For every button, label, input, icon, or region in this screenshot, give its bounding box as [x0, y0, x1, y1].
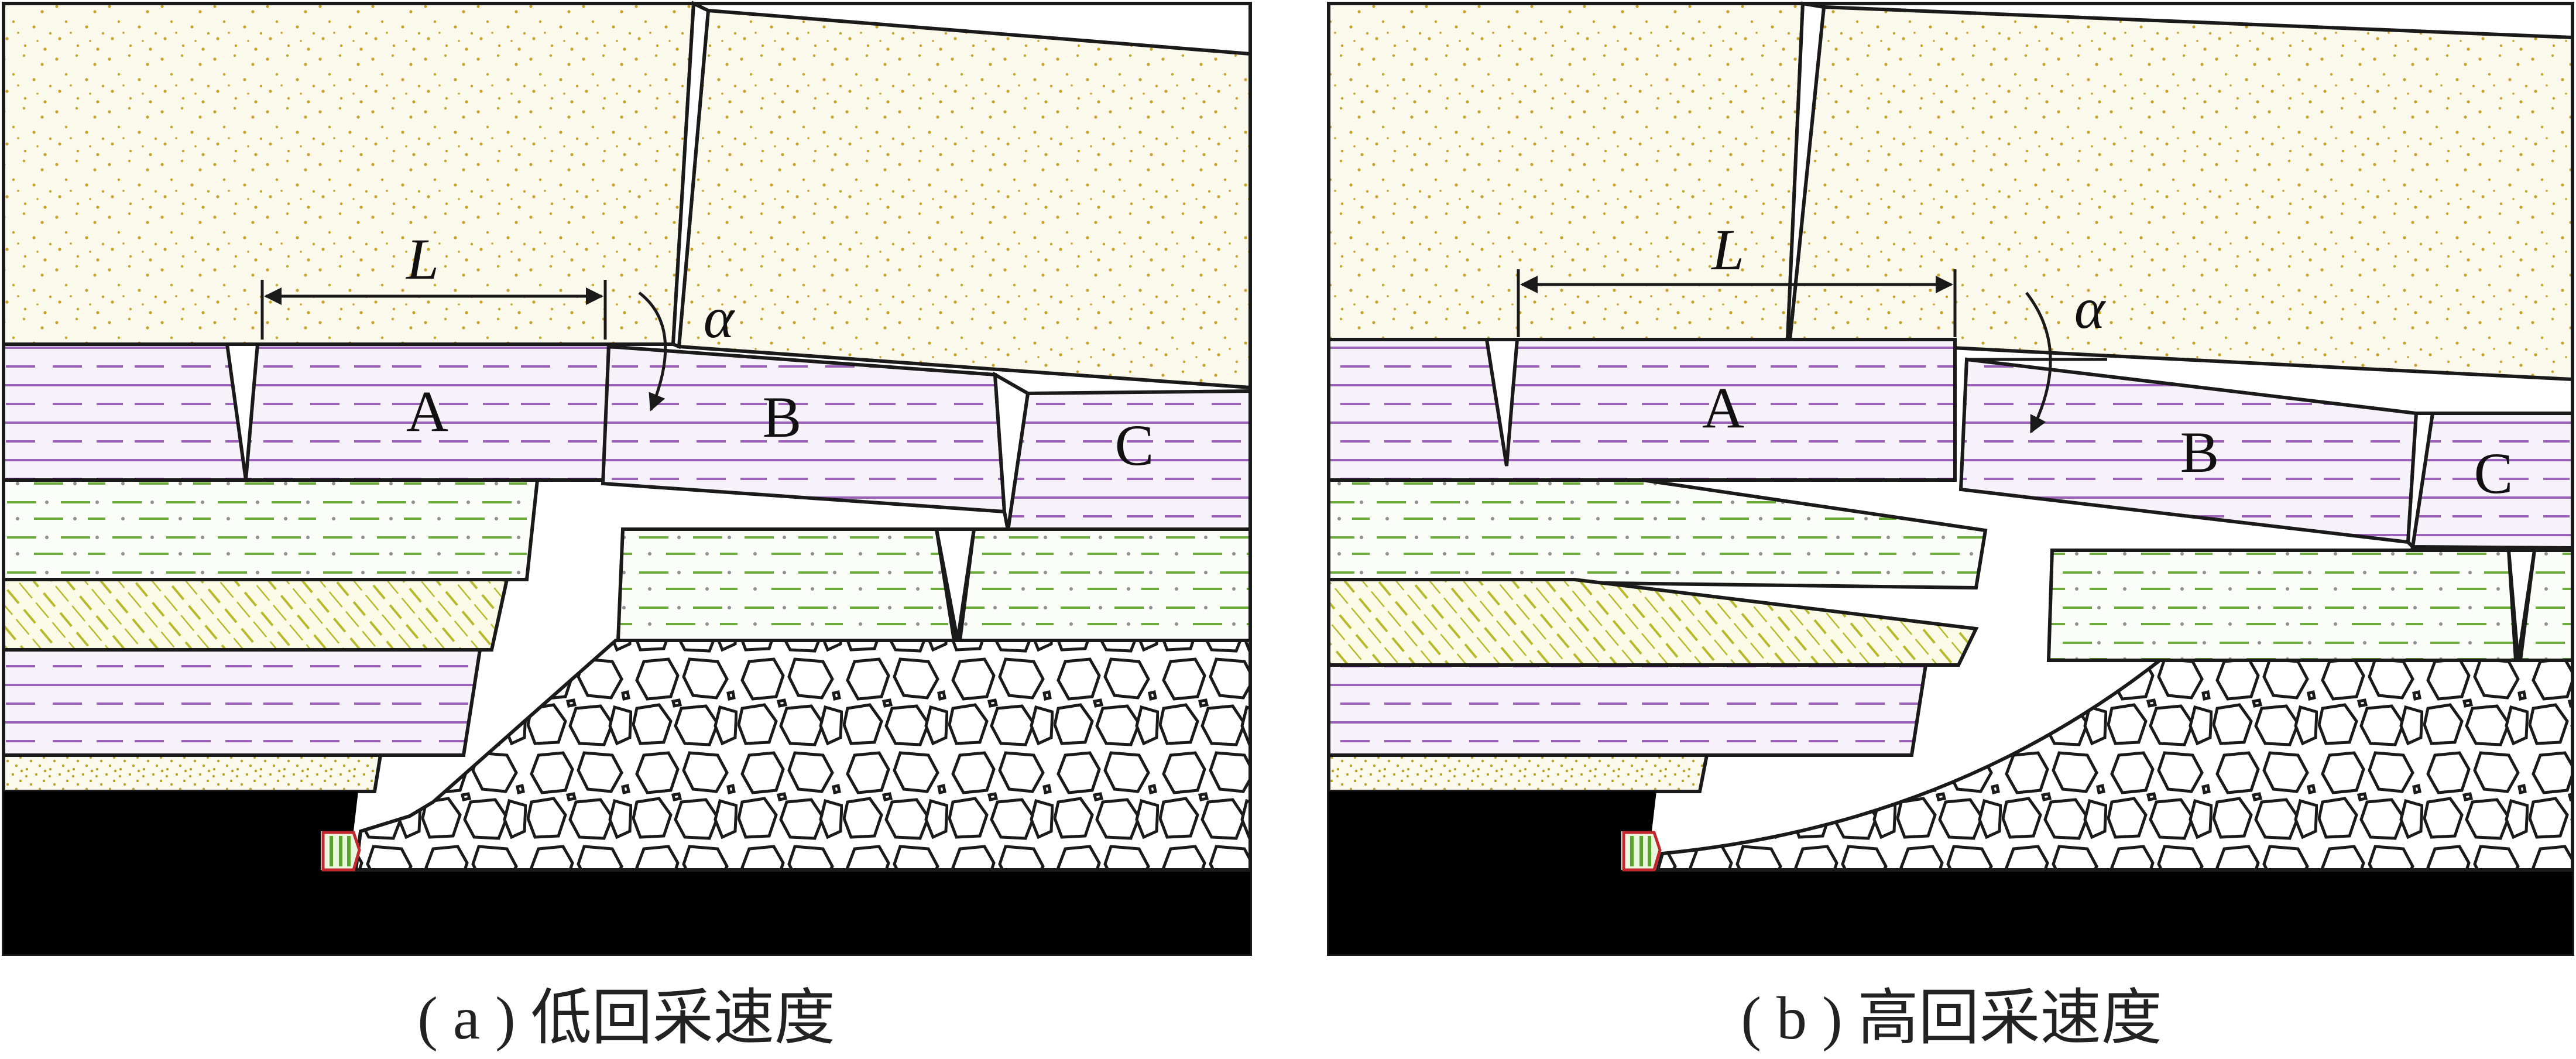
- panel-b-coal-seam: [1329, 791, 2572, 954]
- panel-a-main-roof-right: [677, 8, 1252, 390]
- panel-b-block-b-label: B: [2180, 420, 2220, 485]
- panel-b-main-roof-right: [1788, 5, 2574, 382]
- panel-a-block-b-label: B: [763, 385, 802, 450]
- panel-b-hatched-layer: [1327, 578, 1979, 667]
- panel-a-angle-label: α: [704, 285, 736, 350]
- panel-b-caption: ( b ) 高回采速度: [1741, 985, 2162, 1052]
- panel-b-high-retreat-speed: L α A B C ( b ) 高回采速度: [1327, 1, 2574, 1052]
- panel-b-span-label: L: [1710, 217, 1744, 282]
- panel-b-bc-gap: [2406, 412, 2435, 551]
- panel-a-span-dimension: [260, 280, 607, 340]
- panel-a-main-roof-left: [2, 1, 696, 346]
- panel-b-siltstone-1: [1327, 478, 1988, 590]
- panel-a-siltstone-1: [2, 478, 540, 581]
- panel-b-goaf-block-1: [2046, 549, 2518, 662]
- panel-a-a-crack: [225, 342, 260, 481]
- panel-a-mudstone-2: [2, 648, 482, 757]
- panel-b-block-a-label: A: [1702, 375, 1744, 440]
- panel-a-low-retreat-speed: L α A B C ( a ) 低回采速度: [2, 1, 1252, 1052]
- panel-b-block-a: [1327, 338, 1957, 482]
- panel-b-a-crack: [1484, 338, 1519, 467]
- panel-a-caption: ( a ) 低回采速度: [417, 985, 835, 1052]
- panel-a-hydraulic-support: [321, 831, 361, 872]
- panel-b-span-dimension: [1517, 269, 1957, 337]
- panel-b-goaf-crack: [2506, 549, 2537, 661]
- panel-a-angle-arc: [638, 292, 667, 412]
- panel-b-mudstone-2: [1327, 663, 1928, 757]
- panel-a-sandy-layer: [2, 753, 383, 793]
- panel-a-goaf-block-1: [616, 527, 956, 642]
- panel-a-hatched-layer: [2, 578, 509, 652]
- panel-b-angle-label: α: [2074, 276, 2107, 341]
- panel-a-goaf-crack: [934, 527, 976, 641]
- panel-b-main-roof-left: [1327, 2, 1805, 341]
- panel-a-goaf-block-2: [958, 527, 1252, 642]
- panel-a-coal-seam: [4, 791, 1250, 954]
- panel-b-caved-rubble: [1655, 659, 2574, 872]
- panel-b-angle-arc: [2025, 292, 2052, 434]
- panel-a-roof-crack: [671, 1, 711, 349]
- panel-a-span-label: L: [405, 227, 439, 292]
- panel-a-block-a-label: A: [406, 379, 448, 444]
- panel-b-hydraulic-support: [1622, 831, 1662, 872]
- panel-a-block-a: [2, 342, 611, 482]
- panel-a-block-c-label: C: [1115, 413, 1154, 478]
- panel-b-sandy-layer: [1327, 753, 1709, 793]
- panel-b-block-c-label: C: [2474, 441, 2513, 506]
